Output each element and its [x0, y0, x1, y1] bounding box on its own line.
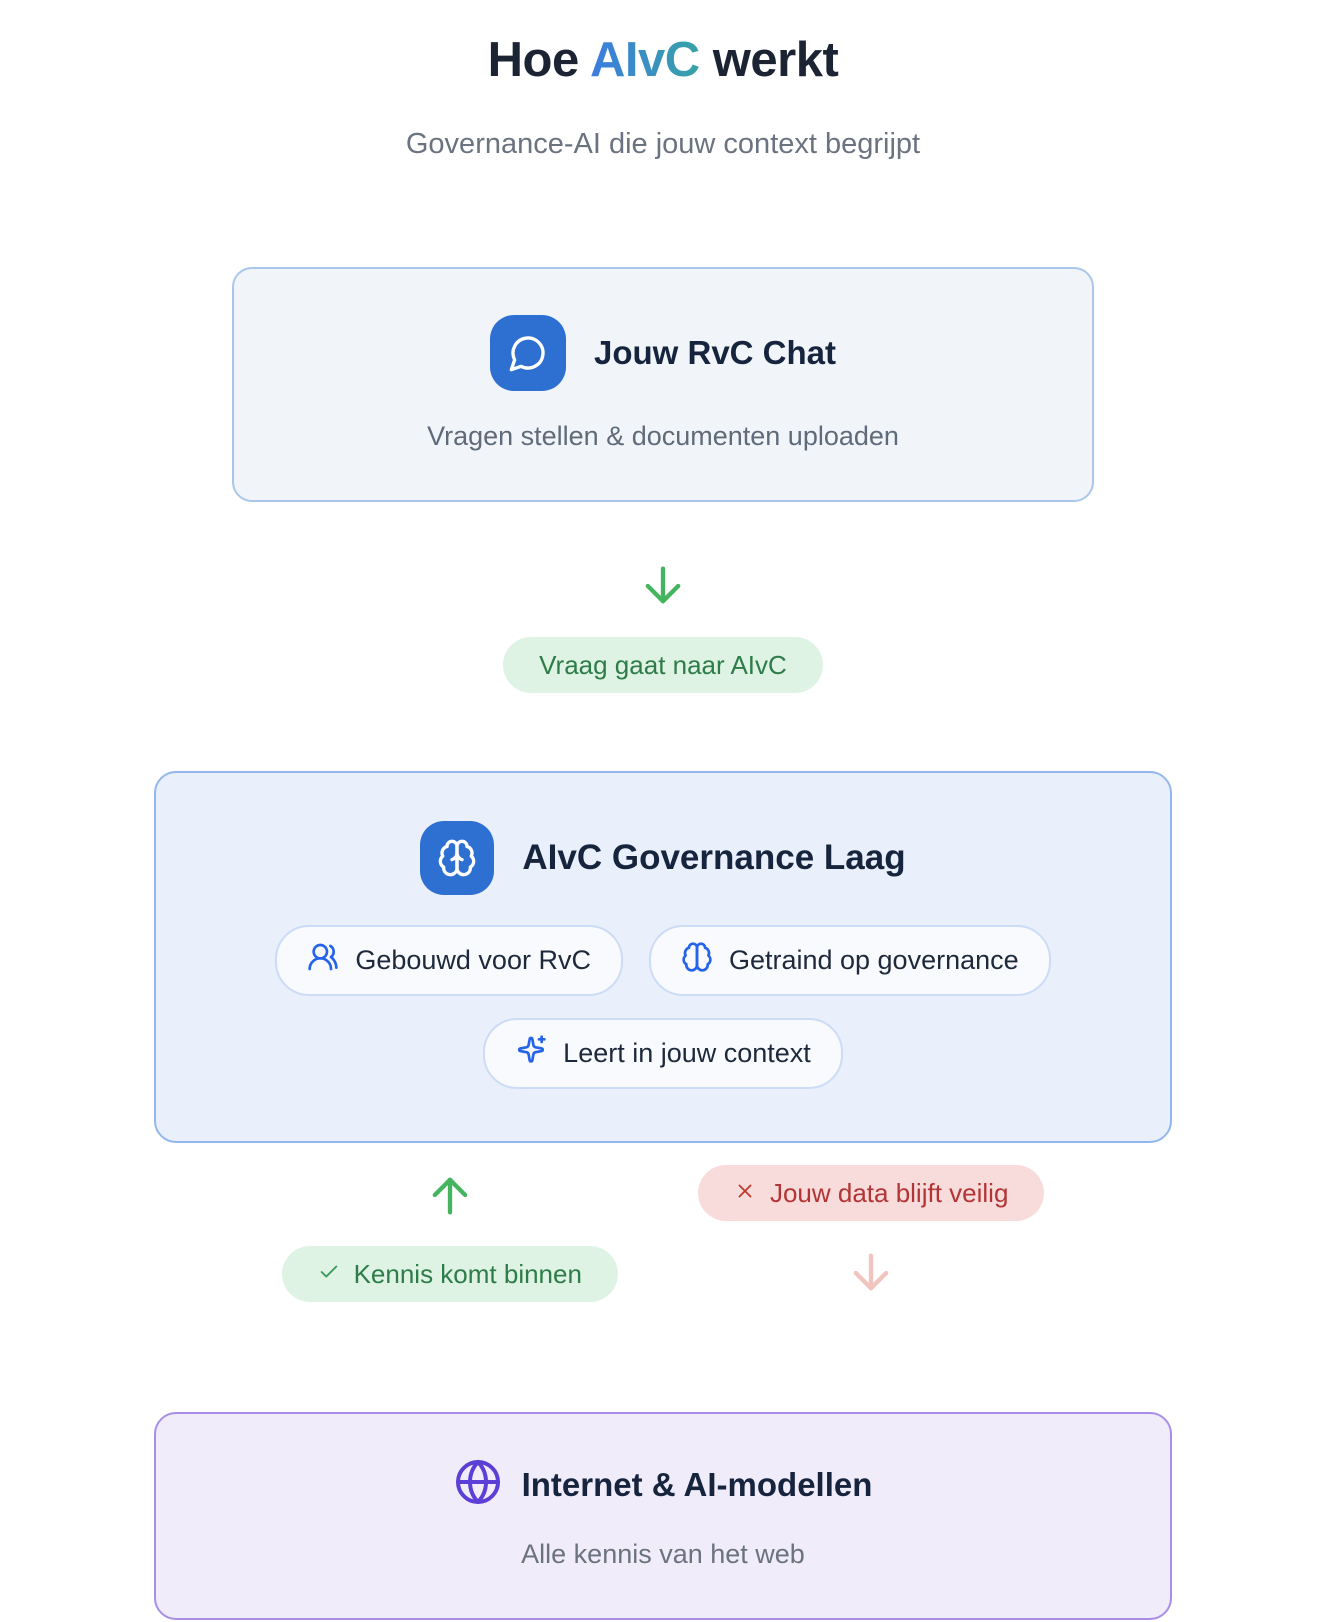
internet-card: Internet & AI-modellen Alle kennis van h… — [154, 1412, 1172, 1620]
flow-blocked-text: Jouw data blijft veilig — [769, 1178, 1009, 1208]
check-icon — [318, 1259, 340, 1289]
arrow-down-icon — [0, 556, 1326, 621]
page-header: Hoe AIvC werkt Governance-AI die jouw co… — [0, 0, 1326, 161]
governance-card-title: AIvC Governance Laag — [522, 838, 906, 877]
governance-card: AIvC Governance Laag Gebouwd voor RvC Ge… — [154, 771, 1172, 1143]
flow-up-column: Kennis komt binnen — [281, 1165, 618, 1302]
feature-pill-built-for-rvc: Gebouwd voor RvC — [275, 925, 623, 996]
chat-card-title: Jouw RvC Chat — [593, 334, 837, 371]
title-prefix: Hoe — [487, 33, 591, 87]
feature-pill-label: Gebouwd voor RvC — [355, 945, 591, 975]
flow-row: Kennis komt binnen Jouw data blijft veil… — [0, 1165, 1326, 1308]
internet-card-header: Internet & AI-modellen — [180, 1458, 1146, 1511]
feature-pill-learns-context: Leert in jouw context — [483, 1018, 843, 1089]
arrow-down-faded-icon — [845, 1243, 897, 1308]
feature-pill-label: Getraind op governance — [728, 945, 1019, 975]
page-subtitle: Governance-AI die jouw context begrijpt — [405, 128, 921, 160]
users-icon — [307, 941, 339, 980]
brain-icon — [681, 941, 713, 980]
sparkles-icon — [515, 1034, 547, 1073]
feature-pill-list: Gebouwd voor RvC Getraind op governance … — [213, 925, 1113, 1089]
flow-up-text: Kennis komt binnen — [353, 1259, 582, 1289]
flow-down-text: Vraag gaat naar AIvC — [539, 650, 787, 680]
x-icon — [734, 1178, 756, 1208]
chat-card-subtitle: Vragen stellen & documenten uploaden — [427, 421, 899, 451]
title-suffix: werkt — [699, 33, 839, 87]
internet-card-subtitle: Alle kennis van het web — [521, 1539, 805, 1569]
arrow-up-icon — [424, 1165, 476, 1230]
message-circle-icon — [489, 315, 566, 391]
flow-down-label: Vraag gaat naar AIvC — [503, 637, 823, 693]
globe-icon — [454, 1458, 502, 1511]
chat-card-header: Jouw RvC Chat — [254, 315, 1072, 391]
flow-up-label: Kennis komt binnen — [281, 1246, 618, 1302]
governance-card-header: AIvC Governance Laag — [180, 821, 1146, 895]
feature-pill-trained-on-governance: Getraind op governance — [648, 925, 1051, 996]
internet-card-title: Internet & AI-modellen — [521, 1465, 873, 1503]
flow-blocked-label: Jouw data blijft veilig — [697, 1165, 1045, 1221]
brain-icon — [420, 821, 495, 895]
feature-pill-label: Leert in jouw context — [563, 1038, 811, 1068]
flow-blocked-column: Jouw data blijft veilig — [697, 1165, 1045, 1308]
page-title: Hoe AIvC werkt — [0, 32, 1326, 88]
chat-card: Jouw RvC Chat Vragen stellen & documente… — [232, 267, 1094, 502]
brand-name: AIvC — [590, 33, 700, 87]
